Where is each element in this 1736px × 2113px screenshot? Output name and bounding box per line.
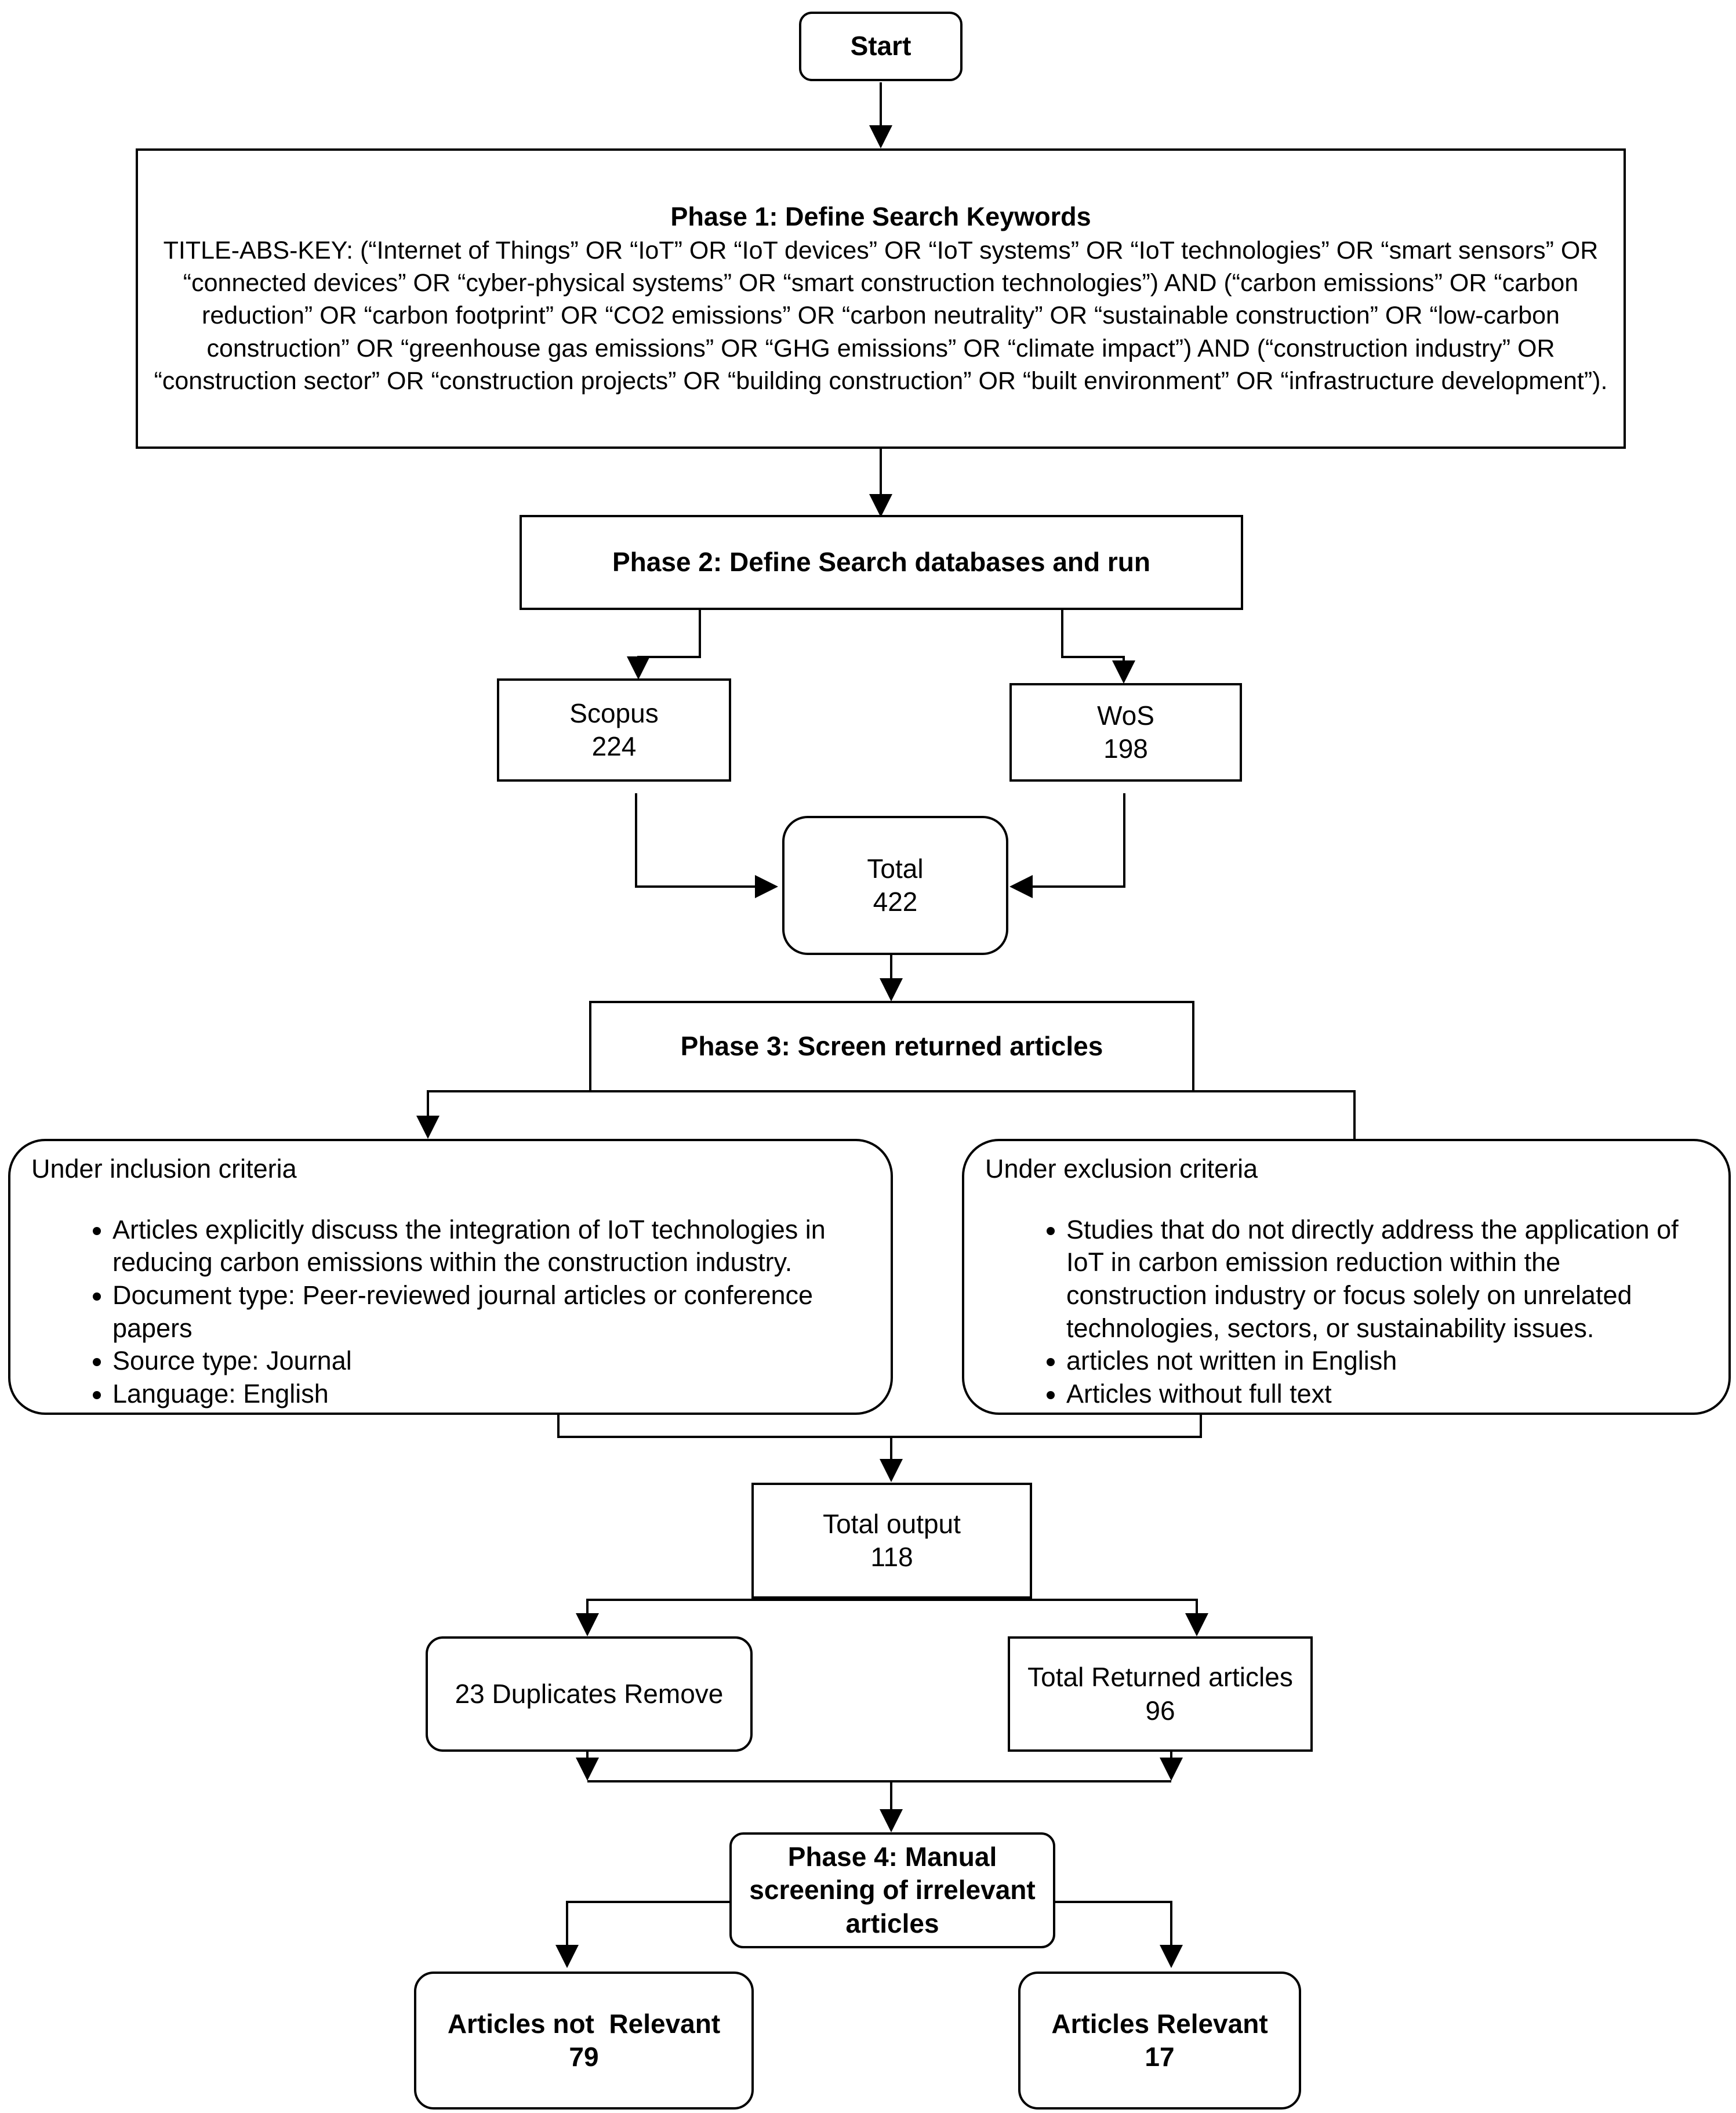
- phase3-label: Phase 3: Screen returned articles: [680, 1031, 1103, 1062]
- exclusion-list: Studies that do not directly address the…: [985, 1214, 1708, 1411]
- arrow-phase3-to-inclusion: [416, 1090, 589, 1139]
- arrow-phase2-to-scopus: [627, 610, 701, 680]
- start-node: Start: [799, 12, 963, 81]
- exclusion-criteria-box: Under exclusion criteria Studies that do…: [962, 1139, 1731, 1415]
- not-relevant-count: 79: [569, 2042, 599, 2072]
- scopus-count: 224: [591, 731, 637, 761]
- arrow-output-to-duplicates: [576, 1599, 891, 1636]
- total-output-node: Total output 118: [751, 1483, 1032, 1599]
- wos-count: 198: [1103, 734, 1148, 764]
- inclusion-heading: Under inclusion criteria: [31, 1154, 297, 1183]
- start-label: Start: [850, 31, 911, 61]
- phase2-box: Phase 2: Define Search databases and run: [520, 515, 1243, 610]
- exclusion-item: Articles without full text: [1066, 1378, 1708, 1411]
- total-label: Total: [867, 853, 924, 884]
- line-phase3-to-exclusion: [1194, 1090, 1356, 1139]
- inclusion-criteria-box: Under inclusion criteria Articles explic…: [8, 1139, 893, 1415]
- phase1-title: Phase 1: Define Search Keywords: [670, 201, 1091, 231]
- phase2-label: Phase 2: Define Search databases and run: [612, 547, 1151, 578]
- relevant-count: 17: [1145, 2042, 1175, 2072]
- total-node: Total 422: [782, 816, 1008, 955]
- total-output-count: 118: [870, 1542, 913, 1572]
- exclusion-item: Studies that do not directly address the…: [1066, 1214, 1708, 1345]
- phase1-box: Phase 1: Define Search Keywords TITLE-AB…: [136, 148, 1626, 449]
- line-criteria-merge: [557, 1415, 1202, 1438]
- wos-node: WoS 198: [1009, 683, 1242, 782]
- not-relevant-label: Articles not Relevant: [447, 2008, 721, 2039]
- arrow-phase4-to-not-relevant: [555, 1901, 731, 1968]
- arrow-phase4-to-relevant: [1054, 1901, 1183, 1968]
- wos-label: WoS: [1097, 700, 1154, 731]
- arrow-phase2-to-wos: [1061, 610, 1135, 684]
- duplicates-label: 23 Duplicates Remove: [455, 1678, 724, 1709]
- returned-label: Total Returned articles: [1027, 1662, 1293, 1692]
- arrow-output-to-returned: [891, 1599, 1208, 1636]
- arrow-scopus-to-total: [635, 793, 778, 898]
- returned-articles-node: Total Returned articles 96: [1008, 1636, 1313, 1752]
- phase3-box: Phase 3: Screen returned articles: [589, 1001, 1194, 1092]
- exclusion-item: articles not written in English: [1066, 1345, 1708, 1378]
- relevant-label: Articles Relevant: [1051, 2008, 1268, 2039]
- arrow-wos-to-total: [1009, 793, 1125, 898]
- inclusion-list: Articles explicitly discuss the integrat…: [31, 1214, 870, 1411]
- scopus-node: Scopus 224: [497, 678, 731, 782]
- inclusion-item: Articles explicitly discuss the integrat…: [112, 1214, 870, 1279]
- exclusion-heading: Under exclusion criteria: [985, 1154, 1258, 1183]
- total-count: 422: [873, 887, 918, 917]
- phase1-query: TITLE-ABS-KEY: (“Internet of Things” OR …: [154, 236, 1608, 395]
- phase4-box: Phase 4: Manual screening of irrelevant …: [729, 1832, 1055, 1948]
- duplicates-node: 23 Duplicates Remove: [426, 1636, 753, 1752]
- relevant-node: Articles Relevant 17: [1018, 1972, 1301, 2110]
- total-output-label: Total output: [823, 1508, 961, 1539]
- inclusion-item: Source type: Journal: [112, 1345, 870, 1378]
- phase4-label: Phase 4: Manual screening of irrelevant …: [749, 1841, 1036, 1938]
- returned-count: 96: [1145, 1695, 1175, 1726]
- not-relevant-node: Articles not Relevant 79: [414, 1972, 754, 2110]
- inclusion-item: Document type: Peer-reviewed journal art…: [112, 1279, 870, 1345]
- inclusion-item: Language: English: [112, 1378, 870, 1411]
- scopus-label: Scopus: [569, 698, 659, 728]
